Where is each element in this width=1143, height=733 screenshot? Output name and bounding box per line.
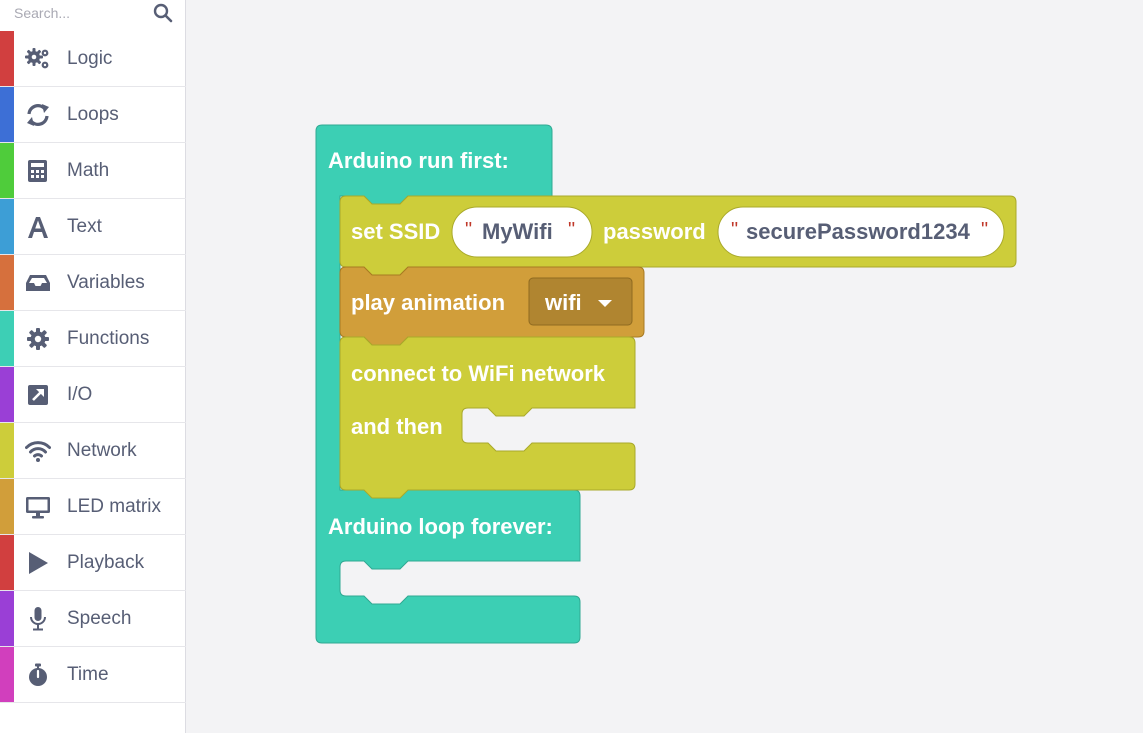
- category-color-bar: [0, 31, 14, 86]
- category-color-bar: [0, 143, 14, 198]
- block-canvas: Arduino run first: Arduino loop forever:…: [315, 124, 1017, 644]
- category-label: Playback: [67, 552, 145, 573]
- search-box: [0, 0, 186, 31]
- category-label: Logic: [67, 48, 113, 69]
- category-variables[interactable]: Variables: [0, 255, 186, 311]
- dropdown-value: wifi: [544, 290, 582, 315]
- gear-icon: [27, 328, 49, 350]
- category-color-bar: [0, 647, 14, 702]
- connect-wifi-shape: [339, 336, 636, 499]
- play-animation-label: play animation: [351, 290, 505, 315]
- category-color-bar: [0, 367, 14, 422]
- wifi-icon: [25, 441, 51, 462]
- stopwatch-icon: [29, 663, 47, 686]
- category-label: Text: [67, 216, 102, 237]
- category-loops[interactable]: Loops: [0, 87, 186, 143]
- category-time[interactable]: Time: [0, 647, 186, 703]
- category-label: Time: [67, 664, 109, 685]
- run-first-label: Arduino run first:: [328, 148, 509, 173]
- ssid-value[interactable]: MyWifi: [482, 219, 553, 244]
- password-value[interactable]: securePassword1234: [746, 219, 971, 244]
- category-speech[interactable]: Speech: [0, 591, 186, 647]
- toolbox-sidebar: Logic Loops Math Text: [0, 0, 186, 733]
- category-network[interactable]: Network: [0, 423, 186, 479]
- password-label: password: [603, 219, 706, 244]
- arduino-program-shape: [315, 124, 581, 644]
- search-input[interactable]: [0, 0, 150, 26]
- category-color-bar: [0, 255, 14, 310]
- close-quote: ": [568, 219, 575, 241]
- category-logic[interactable]: Logic: [0, 31, 186, 87]
- category-label: Functions: [67, 328, 150, 349]
- set-ssid-label: set SSID: [351, 219, 440, 244]
- category-color-bar: [0, 423, 14, 478]
- open-quote: ": [465, 219, 472, 241]
- and-then-label: and then: [351, 414, 443, 439]
- loop-arrows-icon: [27, 104, 49, 126]
- chevron-down-icon: [598, 300, 612, 307]
- category-io[interactable]: I/O: [0, 367, 186, 423]
- category-label: I/O: [67, 384, 93, 405]
- connect-wifi-label: connect to WiFi network: [351, 361, 606, 386]
- microphone-icon: [30, 607, 46, 631]
- category-playback[interactable]: Playback: [0, 535, 186, 591]
- category-label: Network: [67, 440, 137, 461]
- monitor-icon: [26, 497, 50, 519]
- category-led-matrix[interactable]: LED matrix: [0, 479, 186, 535]
- arduino-program-block[interactable]: Arduino run first: Arduino loop forever:: [315, 124, 581, 644]
- category-color-bar: [0, 311, 14, 366]
- category-label: Variables: [67, 272, 145, 293]
- calculator-icon: [28, 160, 47, 182]
- close-quote: ": [981, 219, 988, 241]
- play-animation-block[interactable]: play animation wifi: [339, 266, 645, 346]
- category-label: LED matrix: [67, 496, 161, 517]
- loop-forever-label: Arduino loop forever:: [328, 514, 553, 539]
- gears-icon: [25, 48, 49, 69]
- external-arrow-icon: [28, 385, 48, 405]
- category-label: Loops: [67, 104, 119, 125]
- category-color-bar: [0, 591, 14, 646]
- category-math[interactable]: Math: [0, 143, 186, 199]
- open-quote: ": [731, 219, 738, 241]
- category-text[interactable]: Text: [0, 199, 186, 255]
- letter-a-icon: [28, 217, 48, 238]
- blocks-workspace[interactable]: Arduino run first: Arduino loop forever:…: [187, 0, 1143, 733]
- category-color-bar: [0, 199, 14, 254]
- play-icon: [29, 552, 48, 574]
- set-ssid-block[interactable]: set SSID " MyWifi " password " securePas…: [339, 195, 1017, 276]
- animation-dropdown[interactable]: wifi: [528, 277, 633, 326]
- search-icon[interactable]: [153, 3, 173, 23]
- connect-wifi-block[interactable]: connect to WiFi network and then: [339, 336, 636, 499]
- category-label: Math: [67, 160, 110, 181]
- category-label: Speech: [67, 608, 132, 629]
- category-color-bar: [0, 535, 14, 590]
- ssid-string-input[interactable]: " MyWifi ": [451, 206, 593, 258]
- category-color-bar: [0, 87, 14, 142]
- password-string-input[interactable]: " securePassword1234 ": [717, 206, 1005, 258]
- inbox-icon: [26, 275, 50, 291]
- category-functions[interactable]: Functions: [0, 311, 186, 367]
- category-color-bar: [0, 479, 14, 534]
